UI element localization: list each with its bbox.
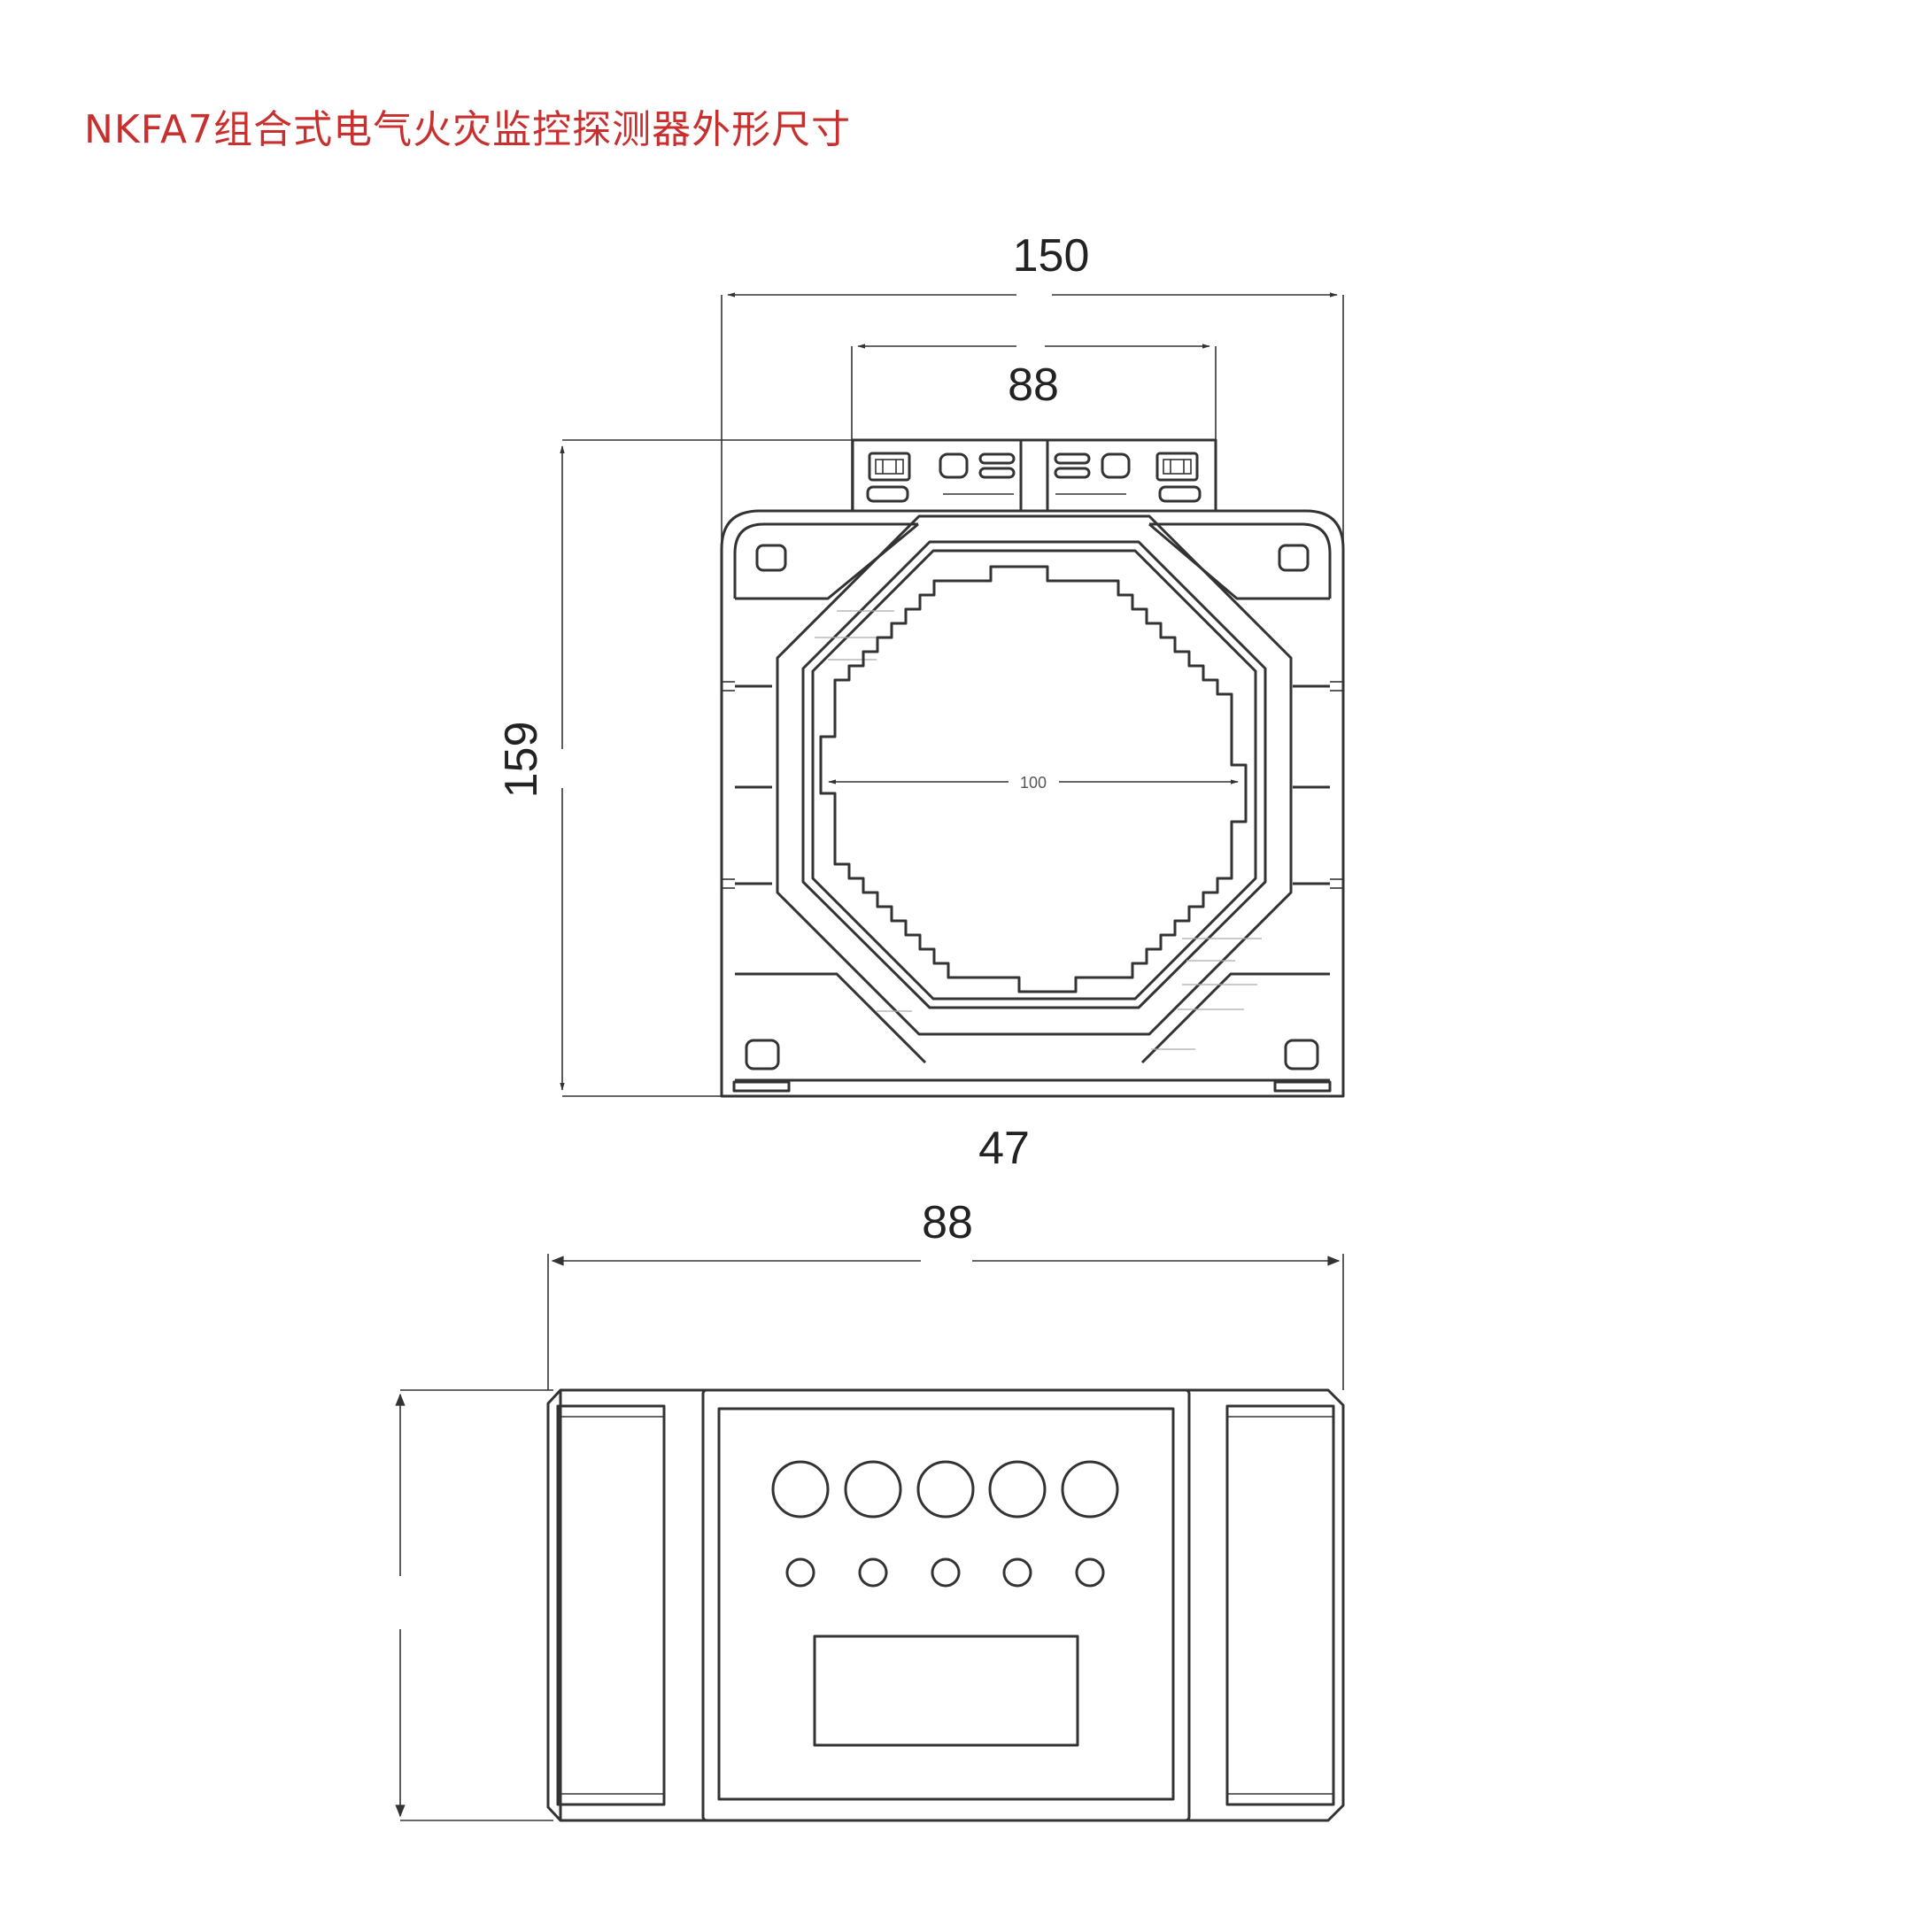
- screw-terminal-right: [1155, 452, 1199, 482]
- mounting-hole-icon: [1284, 1039, 1319, 1070]
- mounting-hole-icon: [745, 1039, 780, 1070]
- stepped-aperture: [819, 565, 1248, 993]
- large-indicator-icon: [844, 1460, 902, 1519]
- mounting-hole-icon: [755, 544, 787, 572]
- middle-octagon: [801, 540, 1267, 1009]
- dimension-terminal-88: 88: [851, 344, 1217, 511]
- dimension-height-159: 159: [496, 439, 885, 1097]
- large-indicator-icon: [771, 1460, 830, 1519]
- large-indicator-icon: [988, 1460, 1047, 1519]
- side-view: 88: [395, 1197, 1345, 1822]
- hatch-marks: [815, 610, 1262, 1050]
- dimension-width-88: 88: [547, 1197, 1344, 1390]
- width-88-label: 88: [922, 1197, 973, 1248]
- large-indicator-row: [771, 1460, 1119, 1519]
- detector-body: 100: [720, 509, 1345, 1098]
- small-indicator-row: [785, 1557, 1105, 1588]
- terminal-block: [851, 438, 1217, 513]
- depth-47-label: 47: [978, 1123, 1030, 1174]
- label-panel: [717, 1407, 1175, 1801]
- small-indicator-icon: [858, 1557, 888, 1588]
- side-notches: [722, 681, 1343, 889]
- small-indicator-icon: [1075, 1557, 1105, 1588]
- height-159-label: 159: [496, 722, 547, 799]
- outer-octagon: [776, 514, 1293, 1036]
- inner-octagon: [811, 549, 1257, 1001]
- diameter-100-label: 100: [1020, 774, 1047, 792]
- small-indicator-icon: [931, 1557, 961, 1588]
- mounting-hole-icon: [1278, 544, 1310, 572]
- screw-terminal-left: [868, 452, 911, 482]
- front-face: [701, 1388, 1191, 1822]
- terminal-88-label: 88: [1008, 359, 1059, 411]
- drawing-title: NKFA7组合式电气火灾监控探测器外形尺寸: [84, 107, 852, 152]
- small-indicator-icon: [785, 1557, 815, 1588]
- front-view: 150 88 159: [496, 230, 1345, 1098]
- side-body: [546, 1388, 1345, 1822]
- large-indicator-icon: [1061, 1460, 1119, 1519]
- left-panel: [556, 1404, 666, 1806]
- dimension-depth-47: [395, 1389, 553, 1821]
- large-indicator-icon: [916, 1460, 975, 1519]
- width-150-label: 150: [1013, 230, 1090, 282]
- display-window: [813, 1634, 1079, 1747]
- right-panel: [1225, 1404, 1335, 1806]
- small-indicator-icon: [1002, 1557, 1032, 1588]
- dimension-diameter-100: 100: [828, 774, 1239, 792]
